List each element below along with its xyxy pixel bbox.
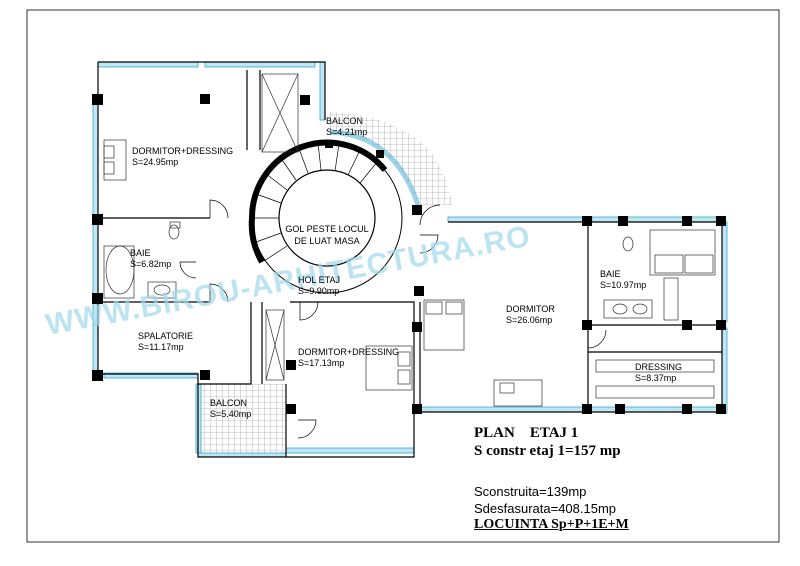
room-area-spalatorie: S=11.17mp	[138, 342, 184, 352]
room-labels: DORMITOR+DRESSING S=24.95mp BALCON S=4.2…	[130, 116, 682, 419]
room-area-dormitor-dressing-2: S=17.13mp	[298, 358, 344, 368]
room-area-dormitor-dressing-1: S=24.95mp	[132, 157, 178, 167]
room-area-dormitor: S=26.06mp	[506, 315, 552, 325]
room-name-balcon-2: BALCON	[210, 398, 247, 408]
room-area-baie-2: S=10.97mp	[600, 280, 646, 290]
room-name-dormitor-dressing-2: DORMITOR+DRESSING	[298, 347, 399, 357]
door-swings	[179, 199, 607, 439]
room-area-balcon-1: S=4.21mp	[326, 127, 367, 137]
balcony-2-tiles	[198, 384, 286, 453]
room-name-spalatorie: SPALATORIE	[138, 331, 193, 341]
room-name-dressing: DRESSING	[635, 362, 682, 372]
room-name-gol: GOL PESTE LOCUL	[285, 224, 368, 234]
room-name-baie-1: BAIE	[130, 248, 151, 258]
sconstruita-area: Sconstruita=139mp	[474, 484, 587, 499]
room-area-balcon-2: S=5.40mp	[210, 409, 251, 419]
room-area-hol: S=9.90mp	[298, 286, 339, 296]
room-name-hol: HOL ETAJ	[298, 275, 340, 285]
sdesfasurata-area: Sdesfasurata=408.15mp	[474, 501, 617, 516]
spiral-stair	[248, 139, 403, 294]
balcony-1-glazing	[329, 129, 421, 206]
constr-etaj-area: S constr etaj 1=157 mp	[474, 443, 621, 459]
plan-title: PLAN ETAJ 1	[474, 425, 579, 441]
room-name2-gol: DE LUAT MASA	[294, 236, 359, 246]
room-name-baie-2: BAIE	[600, 269, 621, 279]
room-area-dressing: S=8.37mp	[635, 373, 676, 383]
locuinta-type: LOCUINTA Sp+P+1E+M	[474, 517, 629, 532]
room-name-dormitor-dressing-1: DORMITOR+DRESSING	[132, 146, 233, 156]
room-area-baie-1: S=6.82mp	[130, 259, 171, 269]
furniture	[103, 73, 716, 407]
sheet-border	[26, 9, 780, 543]
room-name-balcon-1: BALCON	[326, 116, 363, 126]
room-name-dormitor: DORMITOR	[506, 304, 555, 314]
structural-pillars	[92, 94, 726, 414]
